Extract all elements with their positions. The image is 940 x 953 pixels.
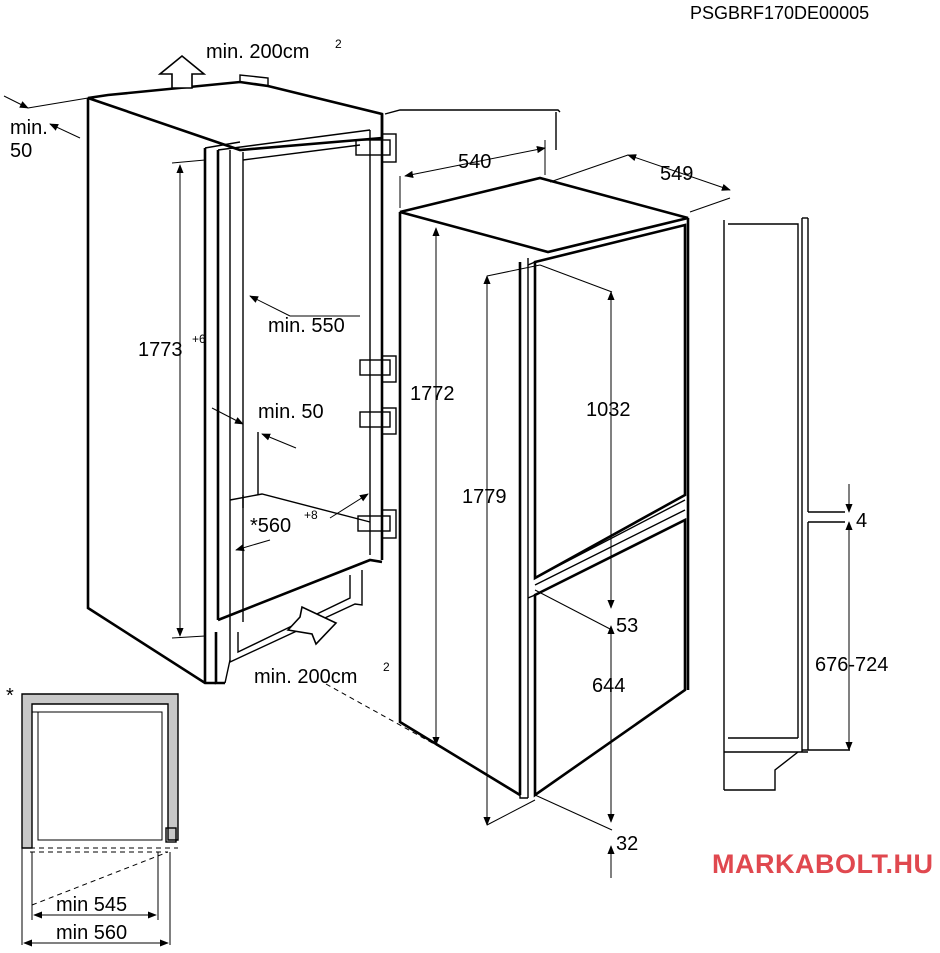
side-gap-4-label: 4 [856,510,867,532]
appliance-width-label: 540 [458,151,491,173]
side-view [723,217,853,791]
appliance-body [398,176,690,799]
plan-asterisk: * [6,685,14,707]
bottom-gap-label: 32 [616,833,638,855]
niche-height-label: 1773 [138,339,183,361]
appliance-dimensions [399,140,731,878]
markabolt-watermark: MARKABOLT.HU [712,849,933,879]
niche-depth-label: min. 550 [268,315,345,337]
vent-bottom-label: min. 200cm [254,666,357,688]
lower-door-label: 644 [592,675,625,697]
niche-dimensions [3,95,446,751]
niche-height-sup: +6 [192,332,206,346]
niche-cabinet [86,74,561,685]
total-height-label: 1779 [462,486,507,508]
niche-width-label: *560 [250,515,291,537]
door-gap-label: 53 [616,615,638,637]
plan-min-545-label: min 545 [56,894,127,916]
arrow-up-icon [157,54,207,89]
hinge-icon [355,133,397,539]
vent-top-label: min. 200cm [206,41,309,63]
niche-width-sup: +8 [304,508,318,522]
body-height-label: 1772 [410,383,455,405]
side-gap-label: min. 50 [258,401,324,423]
upper-door-label: 1032 [586,399,631,421]
rear-gap-label-2: 50 [10,140,32,162]
plan-view [21,693,179,947]
arrow-right-icon [286,605,338,646]
vent-bottom-sup: 2 [383,660,390,674]
vent-top-sup: 2 [335,37,342,51]
rear-gap-label-1: min. [10,117,48,139]
plan-min-560-label: min 560 [56,922,127,944]
product-code: PSGBRF170DE00005 [690,3,869,23]
appliance-depth-label: 549 [660,163,693,185]
lower-door-range-label: 676-724 [815,654,888,676]
